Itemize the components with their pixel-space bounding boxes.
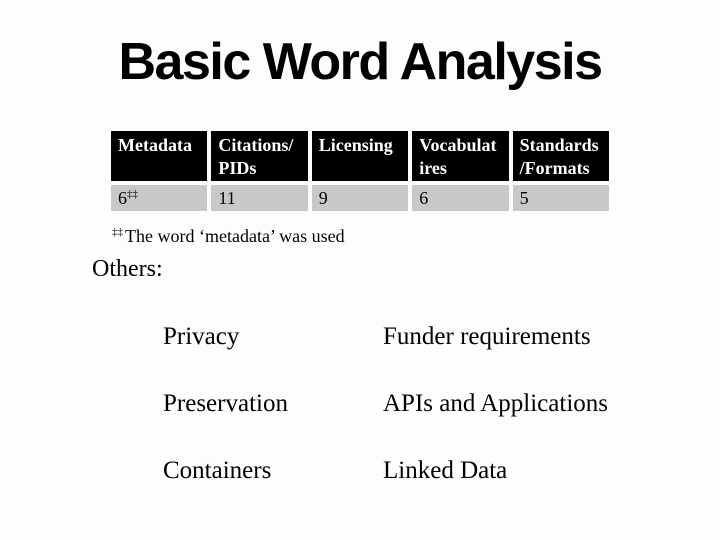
footnote: ‡‡The word ‘metadata’ was used xyxy=(112,226,345,247)
others-item-preservation: Preservation xyxy=(163,390,288,417)
others-list: Privacy Funder requirements Preservation… xyxy=(163,321,608,487)
metadata-count: 6 xyxy=(118,188,127,208)
table-header-vocabularies: Vocabulat ires xyxy=(412,131,509,181)
table-value-licensing: 9 xyxy=(311,185,409,211)
footnote-marker: ‡‡ xyxy=(112,226,123,238)
others-label: Others: xyxy=(92,256,163,282)
word-count-table: Metadata Citations/ PIDs Licensing Vocab… xyxy=(111,131,609,211)
others-item-privacy: Privacy xyxy=(163,323,240,350)
others-item-apis-and-applications: APIs and Applications xyxy=(383,390,608,417)
table-header-licensing: Licensing xyxy=(311,131,409,181)
table-value-standards-formats: 5 xyxy=(512,185,609,211)
table-value-vocabularies: 6 xyxy=(412,185,509,211)
table-header-standards-formats: Standards /Formats xyxy=(512,131,609,181)
metadata-footnote-marker: ‡‡ xyxy=(127,188,138,200)
table-value-citations-pids: 11 xyxy=(211,185,308,211)
others-item-funder-requirements: Funder requirements xyxy=(383,323,591,350)
table-header-metadata: Metadata xyxy=(111,131,208,181)
slide-title: Basic Word Analysis xyxy=(118,33,603,91)
table-header-citations-pids: Citations/ PIDs xyxy=(211,131,308,181)
others-item-containers: Containers xyxy=(163,457,272,484)
footnote-text: The word ‘metadata’ was used xyxy=(125,226,345,246)
others-item-linked-data: Linked Data xyxy=(383,457,508,484)
table-value-metadata: 6‡‡ xyxy=(111,185,208,211)
